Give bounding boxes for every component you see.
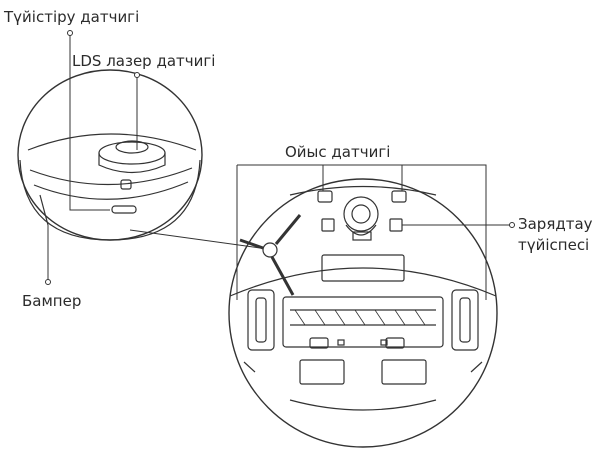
- cliff-sensor-left-icon: [317, 190, 333, 203]
- cliff-sensor-right-icon: [391, 190, 407, 203]
- leader-cliff: [236, 164, 487, 300]
- charging-contact-right-icon: [389, 218, 403, 232]
- lds-sensor-label: LDS лазер датчигі: [72, 52, 216, 70]
- front-slot: [111, 205, 137, 214]
- robot-bottom-view: [228, 178, 498, 448]
- leader-lines: [45, 30, 515, 300]
- label-plate: [321, 254, 405, 282]
- charging-contacts-label-line1: Зарядтау: [518, 215, 593, 233]
- bumper-sensor-label: Түйістіру датчигі: [4, 8, 140, 26]
- side-brush-icon: [239, 214, 302, 296]
- caster-wheel-icon: [343, 196, 379, 232]
- charging-contact-left-icon: [321, 218, 335, 232]
- robot-perspective-view: [17, 69, 203, 241]
- left-wheel-housing: [247, 289, 275, 351]
- bumper-label: Бампер: [22, 292, 82, 310]
- charging-contacts-label: Зарядтау түйіспесі: [518, 214, 593, 256]
- dustbin-latch-right: [381, 359, 427, 385]
- power-button-icon: [120, 179, 132, 190]
- cliff-sensor-label: Ойыс датчигі: [285, 143, 391, 161]
- right-wheel-housing: [451, 289, 479, 351]
- main-brush-cover: [282, 296, 444, 348]
- charging-contacts-label-line2: түйіспесі: [518, 236, 590, 254]
- dustbin-latch-left: [299, 359, 345, 385]
- leader-bumper-sensor: [69, 33, 110, 211]
